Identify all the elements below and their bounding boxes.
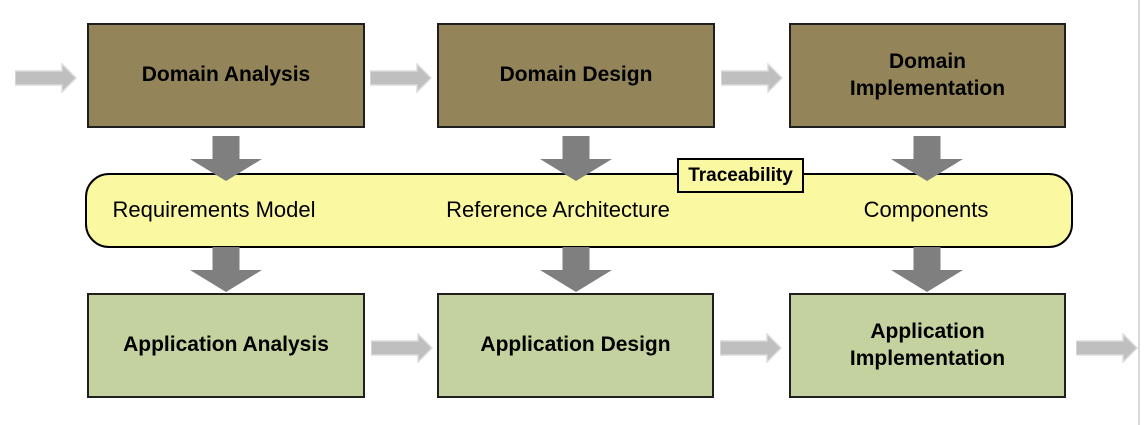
domain-analysis-to-design-arrow-icon (370, 63, 432, 93)
domain-design-to-implementation-arrow-icon (721, 63, 783, 93)
domain-design-box: Domain Design (437, 23, 715, 128)
domain-analysis-to-band-arrow-icon (190, 136, 262, 181)
application-analysis-box: Application Analysis (87, 293, 365, 398)
traceability-tag: Traceability (677, 158, 804, 193)
requirements-model-label: Requirements Model (112, 197, 316, 222)
application-analysis-to-design-arrow-icon (371, 333, 433, 363)
traceability-tag-label: Traceability (688, 164, 793, 186)
domain-implementation-label: Domain Implementation (849, 50, 1006, 100)
outgoing-flow-arrow-icon (1076, 333, 1138, 363)
band-to-application-implementation-arrow-icon (891, 247, 963, 292)
domain-implementation-box: Domain Implementation (789, 23, 1066, 128)
page-edge-line (1138, 0, 1140, 425)
band-to-application-analysis-arrow-icon (190, 247, 262, 292)
reference-architecture-label: Reference Architecture (446, 197, 670, 222)
application-implementation-box: Application Implementation (789, 293, 1066, 398)
application-design-to-implementation-arrow-icon (720, 333, 782, 363)
application-design-box: Application Design (437, 293, 714, 398)
components-label: Components (863, 197, 989, 222)
application-design-label: Application Design (480, 333, 671, 357)
domain-design-to-band-arrow-icon (540, 136, 612, 181)
domain-analysis-box: Domain Analysis (87, 23, 365, 128)
incoming-flow-arrow-icon (15, 63, 77, 93)
application-analysis-label: Application Analysis (123, 333, 329, 357)
band-to-application-design-arrow-icon (540, 247, 612, 292)
domain-analysis-label: Domain Analysis (141, 63, 311, 87)
domain-implementation-to-band-arrow-icon (891, 136, 963, 181)
domain-design-label: Domain Design (499, 63, 653, 87)
application-implementation-label: Application Implementation (849, 320, 1006, 370)
